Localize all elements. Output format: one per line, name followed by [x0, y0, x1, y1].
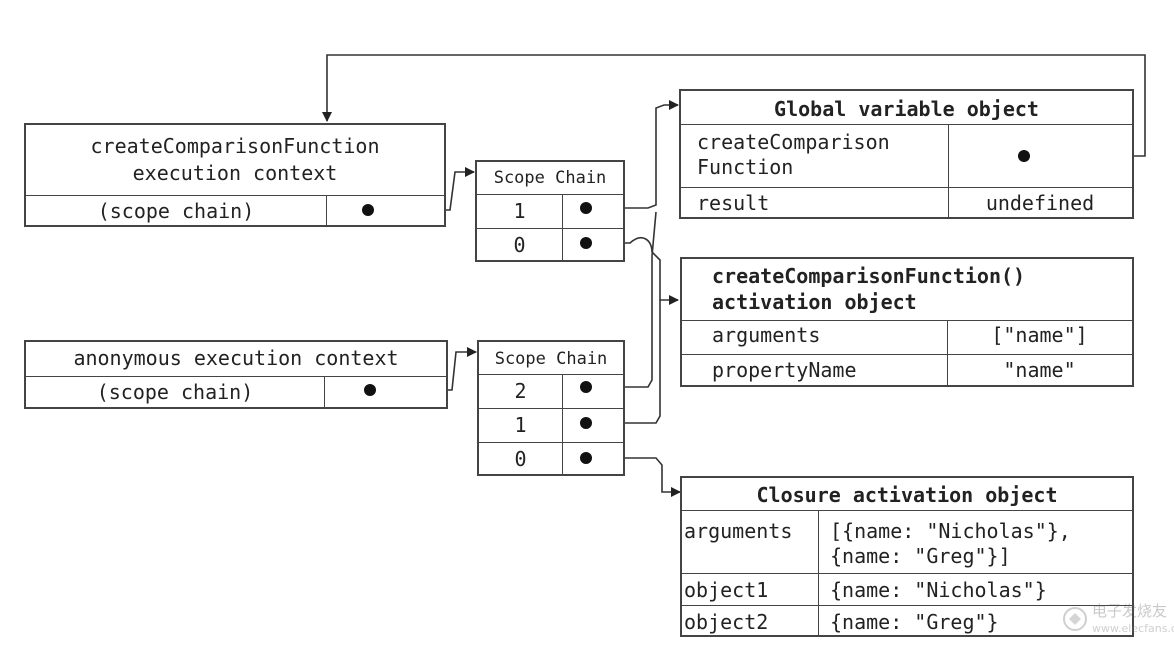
activation-row-propertyname-name: propertyName: [712, 358, 857, 382]
activation-row-propertyname-value: "name": [1003, 358, 1076, 382]
create-context-scope-label: (scope chain): [97, 199, 255, 223]
scope-chain-top-pointer-1: [580, 202, 592, 214]
watermark-logo: 电子发烧友 www.elecfans.com: [1062, 600, 1174, 640]
closure-row-object1-name: object1: [684, 578, 769, 602]
global-row-result-name: result: [697, 191, 770, 215]
scope-chain-bottom-pointer-1: [580, 417, 592, 429]
global-row-createcomparison-2: Function: [697, 155, 794, 179]
scope-chain-bottom-index-2: 2: [514, 379, 527, 403]
global-createcomparison-pointer: [1018, 150, 1030, 162]
scope-chain-bottom-index-1: 1: [514, 413, 527, 437]
scope-chain-bottom-index-0: 0: [514, 447, 527, 471]
scope-chain-bottom: Scope Chain 2 1 0: [477, 340, 625, 476]
watermark-icon: [1063, 607, 1087, 631]
scope-chain-top-index-1: 1: [513, 199, 526, 223]
arrow-top1-to-global: [586, 100, 679, 209]
closure-row-arguments-name: arguments: [684, 519, 793, 543]
activation-object-title-1: createComparisonFunction(): [712, 264, 1026, 288]
arrow-bottom2-to-global: [586, 211, 657, 388]
create-context-title-1: createComparisonFunction: [90, 134, 380, 158]
anon-context-title: anonymous execution context: [73, 346, 399, 370]
closure-row-arguments-value-1: [{name: "Nicholas"},: [830, 519, 1071, 543]
scope-chain-top-header: Scope Chain: [493, 168, 607, 188]
arrow-top0-to-activation: [586, 237, 679, 305]
closure-row-arguments-value-2: {name: "Greg"}]: [830, 544, 1011, 568]
create-context-box: createComparisonFunction execution conte…: [24, 123, 446, 227]
scope-chain-top-pointer-0: [580, 237, 592, 249]
scope-chain-bottom-pointer-2: [580, 381, 592, 393]
activation-row-arguments-name: arguments: [712, 323, 821, 347]
scope-chain-top: Scope Chain 1 0: [475, 160, 625, 262]
closure-object-title: Closure activation object: [756, 483, 1058, 507]
anon-context-box: anonymous execution context (scope chain…: [24, 340, 448, 409]
global-variable-object: Global variable object createComparison …: [679, 89, 1134, 219]
activation-object: createComparisonFunction() activation ob…: [680, 257, 1134, 387]
watermark-url: www.elecfans.com: [1092, 622, 1174, 635]
watermark-text: 电子发烧友: [1092, 602, 1168, 620]
scope-chain-bottom-pointer-0: [580, 452, 592, 464]
anon-context-scope-label: (scope chain): [96, 380, 254, 404]
activation-object-title-2: activation object: [712, 290, 917, 314]
closure-row-object2-value: {name: "Greg"}: [830, 610, 999, 634]
activation-row-arguments-value: ["name"]: [991, 323, 1088, 347]
global-row-createcomparison-1: createComparison: [697, 130, 890, 154]
closure-row-object2-name: object2: [684, 610, 769, 634]
closure-row-object1-value: {name: "Nicholas"}: [830, 578, 1047, 602]
scope-chain-bottom-header: Scope Chain: [494, 349, 608, 369]
create-context-pointer: [362, 204, 374, 216]
arrow-bottom0-to-closure: [586, 457, 681, 497]
scope-chain-top-index-0: 0: [513, 233, 526, 257]
create-context-title-2: execution context: [132, 161, 338, 185]
global-row-result-value: undefined: [985, 191, 1095, 215]
anon-context-pointer: [364, 384, 376, 396]
global-object-title: Global variable object: [774, 97, 1039, 121]
closure-activation-object: Closure activation object arguments [{na…: [680, 476, 1134, 637]
